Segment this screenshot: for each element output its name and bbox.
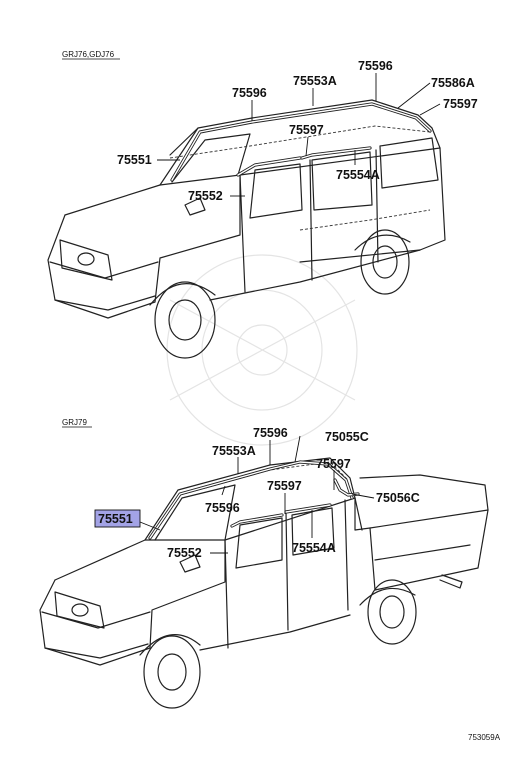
top-leader-lines <box>157 73 441 197</box>
label-75596-top-a: 75596 <box>232 86 267 100</box>
figure-code: 753059A <box>468 733 501 742</box>
label-75553a-top: 75553A <box>293 74 337 88</box>
label-75552-top: 75552 <box>188 189 223 203</box>
label-75596-bottom-b: 75596 <box>205 501 240 515</box>
label-75596-bottom-a: 75596 <box>253 426 288 440</box>
highlight-box <box>94 509 141 528</box>
watermark-emblem <box>166 254 358 446</box>
label-75597-top-a: 75597 <box>289 123 324 137</box>
label-75597-bottom-a: 75597 <box>267 479 302 493</box>
label-75596-top-b: 75596 <box>358 59 393 73</box>
section-title-bottom: GRJ79 <box>62 418 87 427</box>
label-75551-top: 75551 <box>117 153 152 167</box>
label-75055c-bottom: 75055C <box>325 430 369 444</box>
label-75597-top-b: 75597 <box>443 97 478 111</box>
label-75597-bottom-b: 75597 <box>316 457 351 471</box>
label-75552-bottom: 75552 <box>167 546 202 560</box>
top-seals <box>170 102 432 182</box>
label-75551-bottom-highlighted[interactable]: 75551 <box>98 512 133 526</box>
label-75586a-top: 75586A <box>431 76 475 90</box>
label-75554a-top: 75554A <box>336 168 380 182</box>
top-vehicle-wagon <box>47 99 446 359</box>
section-title-top: GRJ76,GDJ76 <box>62 50 115 59</box>
bottom-leader-lines <box>139 435 375 554</box>
label-75056c-bottom: 75056C <box>376 491 420 505</box>
label-75553a-bottom: 75553A <box>212 444 256 458</box>
label-75554a-bottom: 75554A <box>292 541 336 555</box>
bottom-vehicle-pickup <box>39 457 489 709</box>
